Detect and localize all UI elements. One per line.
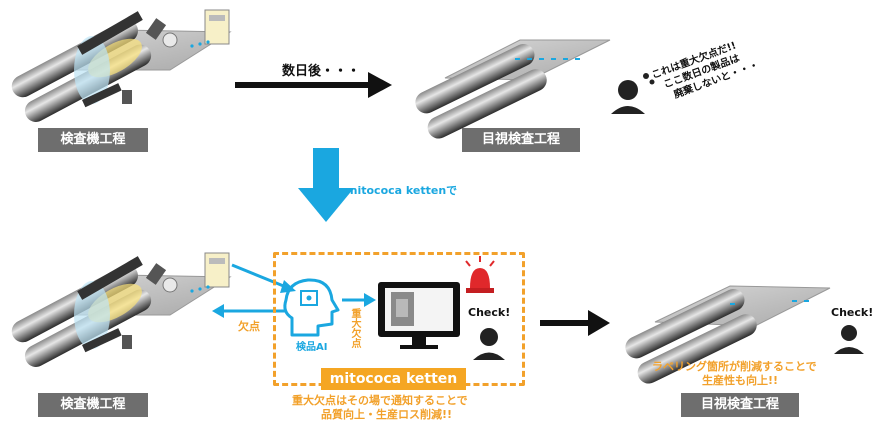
ai-label: 検品AI (296, 342, 328, 353)
label-visual-top: 目視検査工程 (462, 128, 580, 152)
down-arrow (298, 148, 354, 222)
ai-head-icon (283, 278, 340, 337)
result-line-2: 生産性も向上!! (702, 374, 779, 387)
major-defect-text: 重大欠点 (349, 308, 360, 348)
product-name-banner: mitococa ketten (321, 368, 466, 390)
with-product-text: mitococa kettenで (346, 184, 458, 197)
next-process-arrow (540, 310, 610, 336)
label-inspection-bottom: 検査機工程 (38, 393, 148, 417)
label-visual-bottom: 目視検査工程 (681, 393, 799, 417)
result-line-1: ラベリング箇所が削減することで (652, 360, 817, 373)
visual-line-bottom (625, 285, 831, 384)
inspection-machine-bottom (11, 252, 232, 367)
notice-line-2: 品質向上・生産ロス削減!! (321, 408, 453, 421)
person-icon-right (834, 325, 864, 354)
notice-line-1: 重大欠点はその場で通知することで (292, 394, 468, 407)
alarm-light-icon (465, 256, 495, 293)
monitor-icon (378, 282, 460, 349)
ai-to-monitor-arrow (342, 293, 376, 307)
days-later-arrow (235, 72, 392, 98)
product-dashed-box (273, 252, 525, 386)
check-text-right: Check! (831, 306, 874, 319)
signal-arrow-to-ai (231, 263, 296, 293)
worried-person-icon (611, 73, 655, 114)
check-text-center: Check! (468, 306, 511, 319)
label-inspection-top: 検査機工程 (38, 128, 148, 152)
visual-line-top (415, 39, 611, 139)
inspection-machine-top (11, 9, 232, 122)
defect-text: 欠点 (238, 320, 260, 333)
days-later-text: 数日後・・・ (282, 64, 361, 79)
person-icon-center (473, 328, 505, 360)
